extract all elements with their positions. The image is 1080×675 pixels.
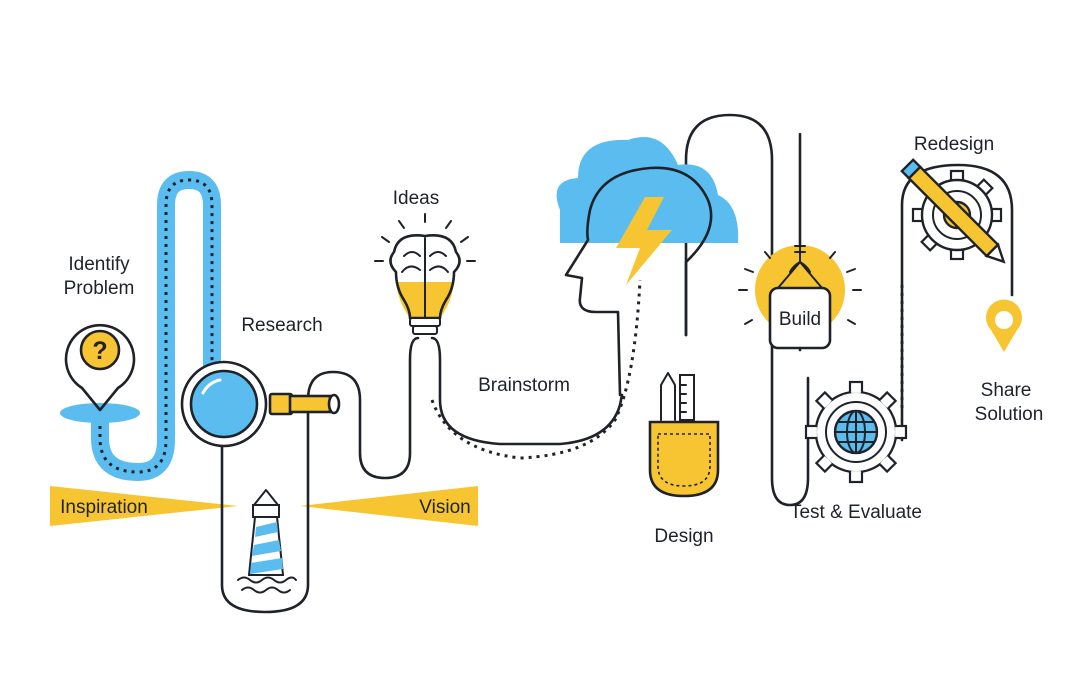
vision-label: Vision xyxy=(419,497,470,518)
build-sign-icon xyxy=(738,236,862,350)
process-line-3 xyxy=(684,113,810,507)
process-line-2 xyxy=(430,336,624,446)
inspiration-beam xyxy=(50,486,238,526)
pocket-tools-icon xyxy=(648,372,720,498)
cloud-icon xyxy=(556,137,739,243)
globe-gear-icon xyxy=(804,380,908,484)
location-pin-icon xyxy=(985,299,1022,352)
identify-problem-label-line1: Identify xyxy=(68,254,130,275)
build-label: Build xyxy=(779,309,821,330)
flashlight-icon xyxy=(268,392,341,416)
ideas-label: Ideas xyxy=(393,188,439,209)
question-mark: ? xyxy=(92,337,107,365)
head-icon xyxy=(564,166,713,397)
inspiration-label: Inspiration xyxy=(60,497,148,518)
brainstorm-label: Brainstorm xyxy=(478,375,570,396)
brainstorm-arc xyxy=(430,279,642,460)
lighthouse-icon xyxy=(237,489,297,594)
brain-bulb-icon xyxy=(374,213,476,335)
pin-shadow xyxy=(60,403,140,423)
share-solution-label-line2: Solution xyxy=(975,404,1044,425)
design-label: Design xyxy=(654,526,713,547)
share-solution-label-line1: Share xyxy=(981,380,1032,401)
question-pin-icon: ? xyxy=(64,323,136,412)
identify-problem-label-line2: Problem xyxy=(64,278,135,299)
pencil-gear-icon xyxy=(900,158,1006,264)
vision-beam xyxy=(300,486,478,526)
process-line-1 xyxy=(220,336,420,614)
lightning-icon xyxy=(616,197,672,285)
blue-tube xyxy=(91,171,221,481)
test-evaluate-label: Test & Evaluate xyxy=(790,502,922,523)
research-label: Research xyxy=(241,315,322,336)
magnifier-icon xyxy=(180,360,268,448)
process-line-5 xyxy=(900,163,1014,442)
redesign-label: Redesign xyxy=(914,134,994,155)
